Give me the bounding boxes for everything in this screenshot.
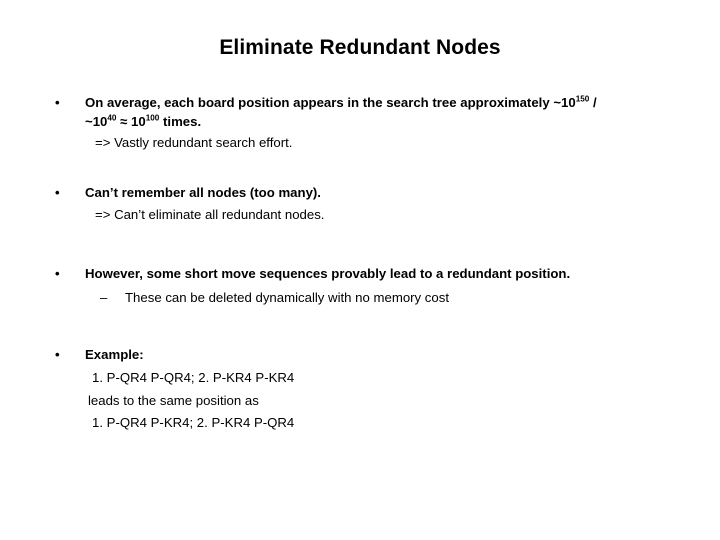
bullet-item-cannot-remember: • Can’t remember all nodes (too many). =>… [0, 184, 720, 224]
bullet-text: However, some short move sequences prova… [85, 265, 571, 281]
bullet-dot-icon: • [55, 95, 60, 110]
bullet-text: Can’t remember all nodes (too many). [85, 185, 321, 201]
bullet-item-short-move-sequences: • However, some short move sequences prov… [0, 265, 720, 308]
bullet-text-segment-2: / ~10 [85, 95, 597, 129]
bullet-level1-text: • Can’t remember all nodes (too many). [0, 184, 720, 203]
bullet-level1-text: • However, some short move sequences prov… [0, 265, 720, 284]
bullet-sub-text-cannot-eliminate: => Can’t eliminate all redundant nodes. [95, 206, 325, 222]
example-move-line-2: 1. P-QR4 P-KR4; 2. P-KR4 P-QR4 [92, 415, 295, 431]
bullet-sub-text: These can be deleted dynamically with no… [125, 290, 449, 306]
bullet-level1-text: • Example: [0, 346, 720, 365]
example-connector-line: leads to the same position as [88, 392, 259, 408]
slide-body: • On average, each board position appears… [0, 88, 720, 433]
bullet-dot-icon: • [55, 347, 60, 363]
page-title: Eliminate Redundant Nodes [219, 36, 501, 59]
bullet-dot-icon: • [55, 185, 60, 201]
bullet-text-segment-4: times. [159, 113, 202, 129]
bullet-sub-text-vastly-redundant: => Vastly redundant search effort. [95, 135, 293, 151]
bullet-dot-icon: • [55, 265, 60, 281]
bullet-level1-text: • On average, each board position appears… [0, 94, 720, 131]
bullet-item-example: • Example: 1. P-QR4 P-QR4; 2. P-KR4 P-KR4… [0, 346, 720, 433]
exponent-40: 40 [107, 113, 117, 123]
bullet-sub-item-deleted-dynamically: – These can be deleted dynamically with n… [0, 289, 720, 308]
bullet-text-segment-3: ≈ 10 [116, 113, 146, 129]
exponent-150: 150 [575, 94, 590, 104]
bullet-item-redundancy-factor: • On average, each board position appears… [0, 94, 720, 153]
bullet-text-segment-1: On average, each board position appears … [85, 95, 576, 110]
example-move-line-1: 1. P-QR4 P-QR4; 2. P-KR4 P-KR4 [92, 369, 295, 385]
bullet-text: Example: [85, 347, 144, 363]
dash-marker-icon: – [100, 290, 108, 306]
exponent-100: 100 [145, 113, 160, 123]
